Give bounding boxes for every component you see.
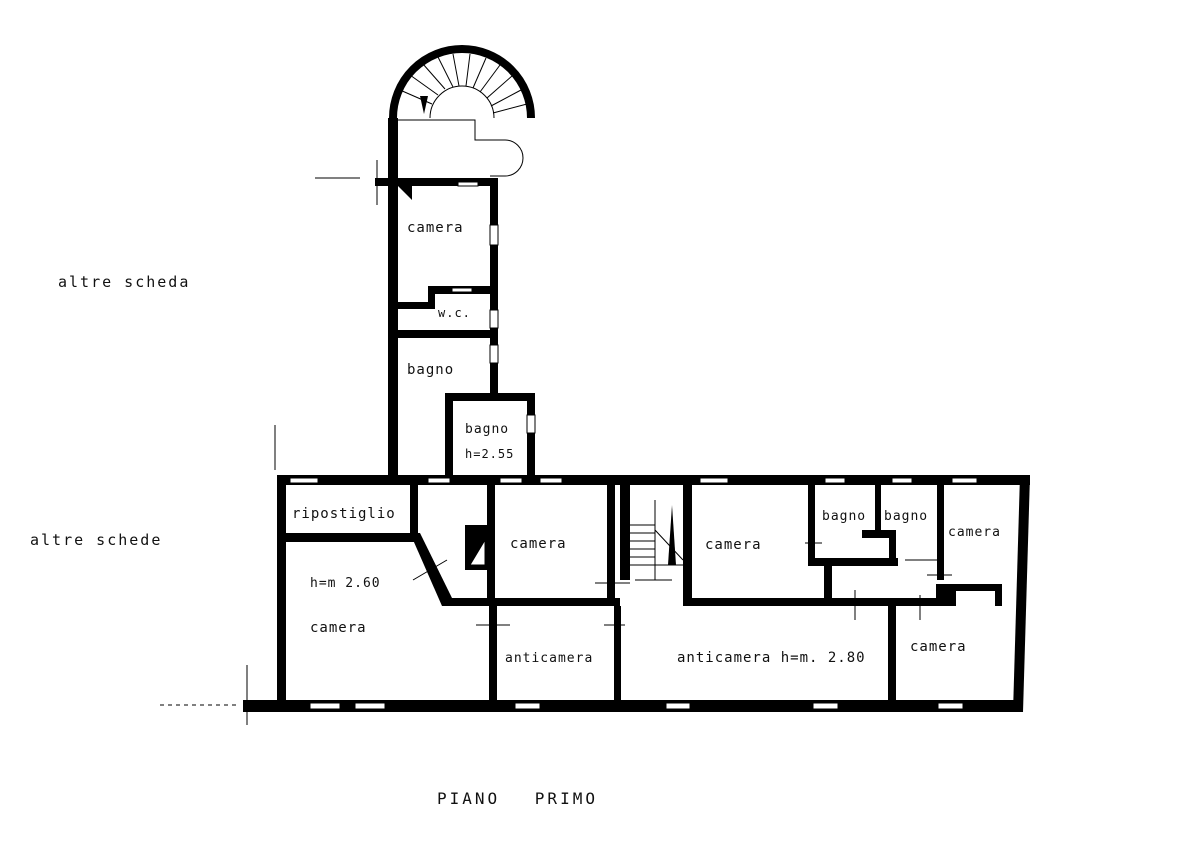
plan-title: PIANO PRIMO	[437, 789, 598, 808]
side-note-lower: altre schede	[30, 531, 163, 549]
room-label-bagno-a: bagno	[822, 509, 867, 524]
room-label-tower-camera: camera	[407, 220, 464, 236]
tower-walls	[315, 118, 536, 478]
room-label-anticamera-small: anticamera	[505, 651, 594, 666]
room-label-tower-bagno: bagno	[407, 362, 455, 378]
room-label-small-bagno: bagno	[465, 422, 510, 437]
room-label-far-camera: camera	[948, 525, 1001, 540]
main-walls	[160, 425, 1030, 725]
room-label-center-camera: camera	[510, 536, 567, 552]
room-label-ripostiglio: ripostiglio	[292, 506, 396, 522]
room-label-bagno-b: bagno	[884, 509, 929, 524]
room-label-lower-right-camera: camera	[910, 639, 967, 655]
room-label-wc: w.c.	[438, 306, 471, 320]
room-height-small-bagno: h=2.55	[465, 447, 515, 461]
side-note-upper: altre scheda	[58, 273, 191, 291]
room-height-left-camera: h=m 2.60	[310, 576, 381, 591]
room-label-anticamera-large: anticamera h=m. 2.80	[677, 650, 866, 666]
room-label-left-camera: camera	[310, 620, 367, 636]
spiral-staircase	[389, 45, 535, 177]
room-label-right-camera: camera	[705, 537, 762, 553]
